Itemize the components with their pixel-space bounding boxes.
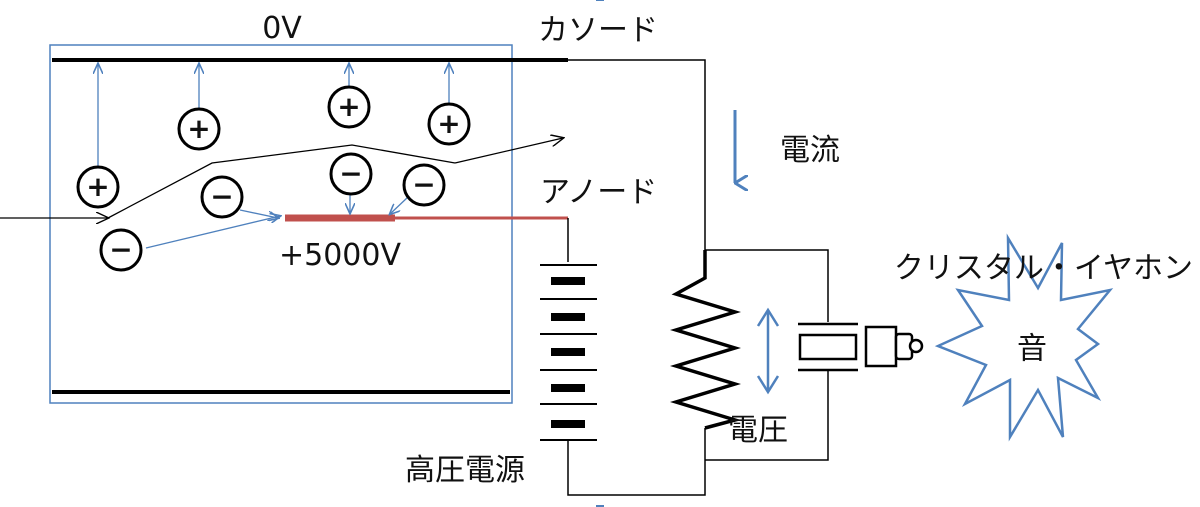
- anode-voltage-label: +5000V: [279, 238, 401, 273]
- negative-ion: −: [99, 228, 143, 272]
- positive-ion-symbol: +: [187, 112, 210, 145]
- positive-ion: +: [76, 165, 120, 209]
- negative-ion-symbol: −: [109, 233, 132, 266]
- chamber-frame: [49, 44, 513, 404]
- crystal-earphone: [798, 322, 924, 372]
- negative-ion-symbol: −: [412, 168, 435, 201]
- zero-volt-label: 0V: [262, 11, 302, 46]
- hv-supply-label: 高圧電源: [405, 453, 525, 488]
- positive-ion-arrows: [98, 64, 449, 168]
- voltage-label: 電圧: [728, 413, 788, 448]
- circuit-wiring: [567, 59, 829, 496]
- cathode-label: カソード: [538, 13, 658, 48]
- positive-ion: +: [177, 107, 221, 151]
- sound-burst-icon: [934, 233, 1114, 442]
- negative-ion: −: [329, 152, 373, 196]
- anode-label: アノード: [540, 175, 657, 210]
- resistor: [670, 250, 742, 430]
- positive-ion-symbol: +: [86, 170, 109, 203]
- negative-ion-symbol: −: [210, 180, 233, 213]
- negative-ion: −: [200, 175, 244, 219]
- positive-ion-symbol: +: [437, 107, 460, 140]
- current-label: 電流: [780, 133, 840, 168]
- positive-ion: +: [327, 85, 371, 129]
- negative-ion-symbol: −: [339, 157, 362, 190]
- radiation-track: [0, 138, 563, 218]
- earphone-label: クリスタル・イヤホン: [894, 251, 1193, 286]
- sound-label: 音: [1017, 332, 1047, 367]
- positive-ion: +: [427, 102, 471, 146]
- ions: ++++−−−−: [76, 85, 471, 272]
- positive-ion-symbol: +: [337, 90, 360, 123]
- battery-cells: [540, 264, 597, 441]
- voltage-arrow: [756, 307, 780, 395]
- negative-ion: −: [402, 163, 446, 207]
